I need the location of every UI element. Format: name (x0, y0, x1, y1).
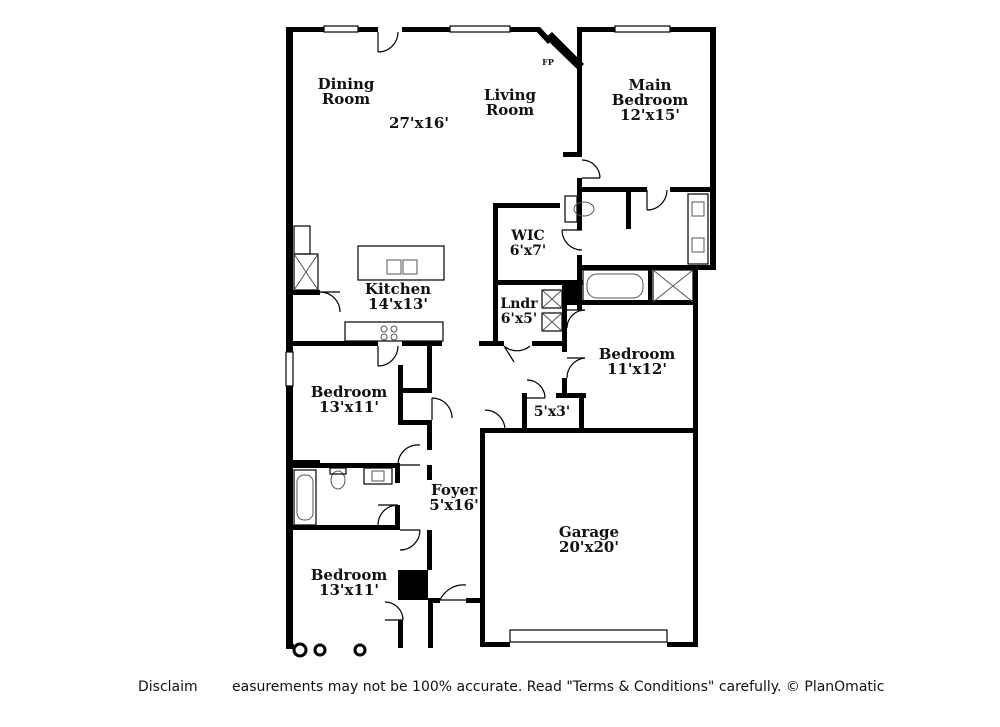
doors (319, 31, 668, 621)
exterior-walls (286, 27, 716, 649)
bedroom-west-1-size: 13'x11' (319, 398, 379, 416)
fixtures (293, 193, 709, 526)
disclaimer-prefix: Disclaim (138, 679, 198, 695)
living-room-label-1: Living (484, 86, 537, 104)
main-bedroom-label-1: Main (629, 76, 672, 94)
windows (285, 25, 671, 643)
dining-room-label-1: Dining (318, 75, 375, 93)
closet-size: 5'x3' (534, 404, 570, 420)
main-bedroom-size: 12'x15' (620, 106, 680, 124)
foyer-label: Foyer (431, 481, 478, 499)
watermark-remnant (292, 642, 367, 658)
great-room-size: 27'x16' (389, 114, 449, 132)
bedroom-east-size: 11'x12' (607, 360, 667, 378)
fireplace-label: FP (542, 57, 554, 67)
wic-label: WIC (510, 228, 544, 244)
garage-label: Garage (559, 523, 619, 541)
living-room-label-2: Room (486, 101, 534, 119)
bedroom-west-2-size: 13'x11' (319, 581, 379, 599)
laundry-label: Lndr (500, 296, 538, 312)
laundry-size: 6'x5' (501, 311, 537, 327)
interior-walls (290, 187, 716, 648)
bedroom-west-1-label: Bedroom (311, 383, 388, 401)
foyer-size: 5'x16' (429, 496, 478, 514)
wic-size: 6'x7' (510, 243, 546, 259)
bedroom-west-2-label: Bedroom (311, 566, 388, 584)
garage-size: 20'x20' (559, 538, 619, 556)
disclaimer-text: easurements may not be 100% accurate. Re… (232, 679, 884, 695)
room-labels: Dining Room 27'x16' Living Room FP Main … (311, 57, 689, 599)
main-bedroom-label-2: Bedroom (612, 91, 689, 109)
dining-room-label-2: Room (322, 90, 370, 108)
kitchen-label: Kitchen (365, 280, 431, 298)
bedroom-east-label: Bedroom (599, 345, 676, 363)
kitchen-size: 14'x13' (368, 295, 428, 313)
